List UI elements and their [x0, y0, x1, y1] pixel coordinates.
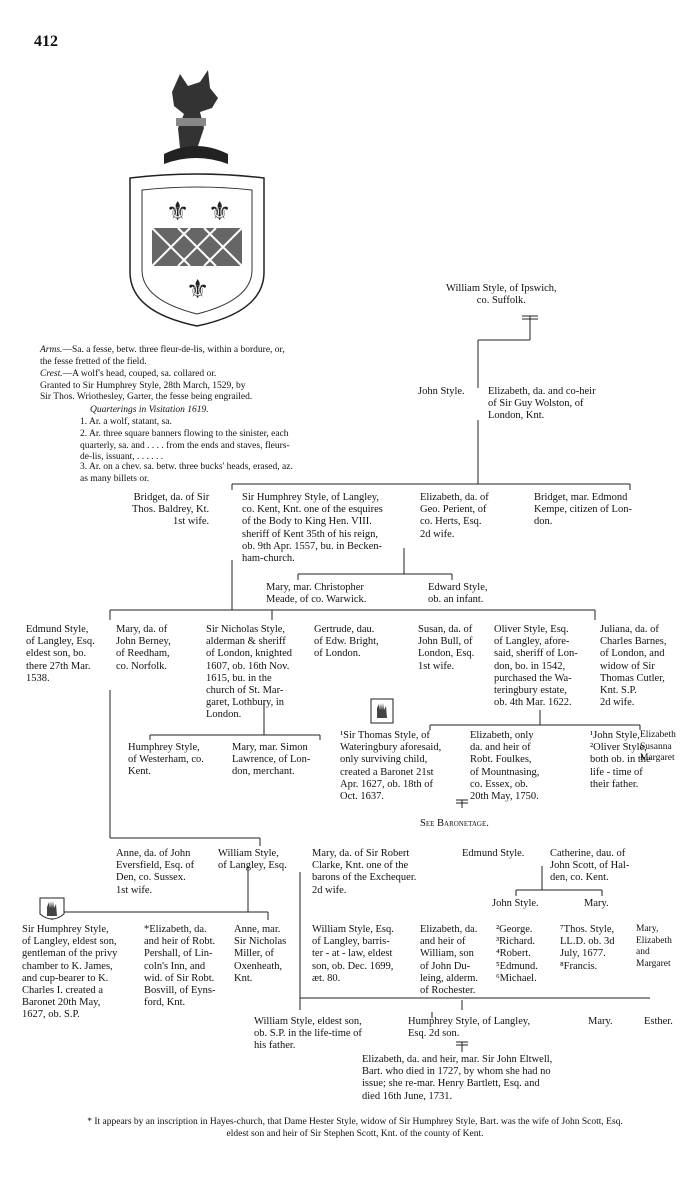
- person-mary-berney: Mary, da. of John Berney, of Reedham, co…: [116, 624, 171, 672]
- svg-text:⚜: ⚜: [166, 197, 189, 227]
- see-baronetage-note: See Baronetage.: [420, 818, 489, 829]
- person-elizabeth-foulkes: Elizabeth, only da. and heir of Robt. Fo…: [470, 730, 540, 803]
- quartering-item: 2. Ar. three square banners flowing to t…: [80, 429, 290, 462]
- person-gertrude-bright: Gertrude, dau. of Edw. Bright, of London…: [314, 624, 379, 660]
- person-humphrey-2d-son: Humphrey Style, of Langley, Esq. 2d son.: [408, 1016, 531, 1040]
- person-oliver-1542: Oliver Style, Esq. of Langley, afore- sa…: [494, 624, 578, 709]
- page-number: 412: [34, 33, 58, 50]
- person-bridget-baldrey: Bridget, da. of Sir Thos. Baldrey, Kt. 1…: [132, 492, 210, 528]
- person-elizabeth-eltwell: Elizabeth, da. and heir, mar. Sir John E…: [362, 1054, 553, 1102]
- person-edmund-1538: Edmund Style, of Langley, Esq. eldest so…: [26, 624, 95, 684]
- person-john-style-2: John Style.: [492, 898, 539, 909]
- baronet-hand-badge-icon: [39, 897, 65, 920]
- svg-text:⚜: ⚜: [208, 197, 231, 227]
- wolf-head-crest-icon: [164, 70, 228, 164]
- person-esther: Esther.: [644, 1016, 673, 1027]
- person-susan-bull: Susan, da. of John Bull, of London, Esq.…: [418, 624, 475, 672]
- arms-text: —Sa. a fesse, betw. three fleur-de-lis, …: [40, 345, 285, 367]
- person-mary-lawrence: Mary, mar. Simon Lawrence, of Lon- don, …: [232, 742, 311, 778]
- crest-label: Crest.: [40, 369, 63, 379]
- baronet-hand-badge-icon: [370, 698, 394, 724]
- crest-text: —A wolf's head, couped, sa. collared or.…: [40, 369, 253, 402]
- arms-label: Arms.: [40, 345, 63, 355]
- person-sir-nicholas: Sir Nicholas Style, alderman & sheriff o…: [206, 624, 293, 721]
- person-edmund-style-2: Edmund Style.: [462, 848, 525, 859]
- person-juliana-barnes: Juliana, da. of Charles Barnes, of Londo…: [600, 624, 667, 709]
- person-humphrey-westerham: Humphrey Style, of Westerham, co. Kent.: [128, 742, 204, 778]
- person-daughters-elizabeth-susanna-margaret: Elizabeth Susanna Margaret: [640, 730, 676, 763]
- arms-blazon: Arms.—Sa. a fesse, betw. three fleur-de-…: [40, 345, 285, 368]
- quartering-item: 3. Ar. on a chev. sa. betw. three bucks'…: [80, 462, 293, 484]
- person-sons-george-michael: ²George. ³Richard. ⁴Robert. ⁵Edmund. ⁶Mi…: [496, 924, 538, 984]
- person-sir-humphrey-2: Sir Humphrey Style, of Langley, eldest s…: [22, 924, 118, 1021]
- person-elizabeth-perient: Elizabeth, da. of Geo. Perient, of co. H…: [420, 492, 489, 540]
- person-elizabeth-pershall: *Elizabeth, da. and heir of Robt. Persha…: [144, 924, 216, 1009]
- person-elizabeth-dueling: Elizabeth, da. and heir of William, son …: [420, 924, 479, 997]
- quartering-item: 1. Ar. a wolf, statant, sa.: [80, 417, 172, 427]
- quarterings-title: Quarterings in Visitation 1619.: [90, 405, 209, 415]
- svg-text:⚜: ⚜: [186, 275, 209, 305]
- footnote: * It appears by an inscription in Hayes-…: [87, 1117, 623, 1139]
- person-william-langley: William Style, of Langley, Esq.: [218, 848, 287, 872]
- person-edward-style: Edward Style, ob. an infant.: [428, 582, 488, 606]
- person-sir-thomas: ¹Sir Thomas Style, of Wateringbury afore…: [340, 730, 442, 803]
- person-anne-miller: Anne, mar. Sir Nicholas Miller, of Oxenh…: [234, 924, 287, 984]
- person-john-style: John Style.: [418, 386, 465, 397]
- person-william-eldest: William Style, eldest son, ob. S.P. in t…: [254, 1016, 362, 1052]
- person-mary-meade: Mary, mar. Christopher Meade, of co. War…: [266, 582, 367, 606]
- person-john-oliver-sons: ¹John Style, ²Oliver Style, both ob. in …: [590, 730, 651, 790]
- person-daughters-mary-elizabeth-margaret: Mary, Elizabeth and Margaret: [636, 924, 672, 969]
- person-anne-eversfield: Anne, da. of John Eversfield, Esq. of De…: [116, 848, 195, 896]
- person-sir-humphrey-1: Sir Humphrey Style, of Langley, co. Kent…: [242, 492, 383, 565]
- crest-blazon: Crest.—A wolf's head, couped, sa. collar…: [40, 369, 252, 404]
- person-william-ipswich: William Style, of Ipswich, co. Suffolk.: [446, 283, 557, 307]
- person-william-1699: William Style, Esq. of Langley, barris- …: [312, 924, 394, 984]
- person-mary-3: Mary.: [588, 1016, 613, 1027]
- person-elizabeth-wolston: Elizabeth, da. and co-heir of Sir Guy Wo…: [488, 386, 596, 422]
- person-bridget-kempe: Bridget, mar. Edmond Kempe, citizen of L…: [534, 492, 632, 528]
- coat-of-arms-shield-icon: ⚜ ⚜ ⚜: [129, 173, 265, 327]
- person-mary-clarke: Mary, da. of Sir Robert Clarke, Knt. one…: [312, 848, 417, 896]
- person-sons-thos-francis: ⁷Thos. Style, LL.D. ob. 3d July, 1677. ⁸…: [560, 924, 615, 972]
- person-mary-2: Mary.: [584, 898, 609, 909]
- person-catherine-scott: Catherine, dau. of John Scott, of Hal- d…: [550, 848, 630, 884]
